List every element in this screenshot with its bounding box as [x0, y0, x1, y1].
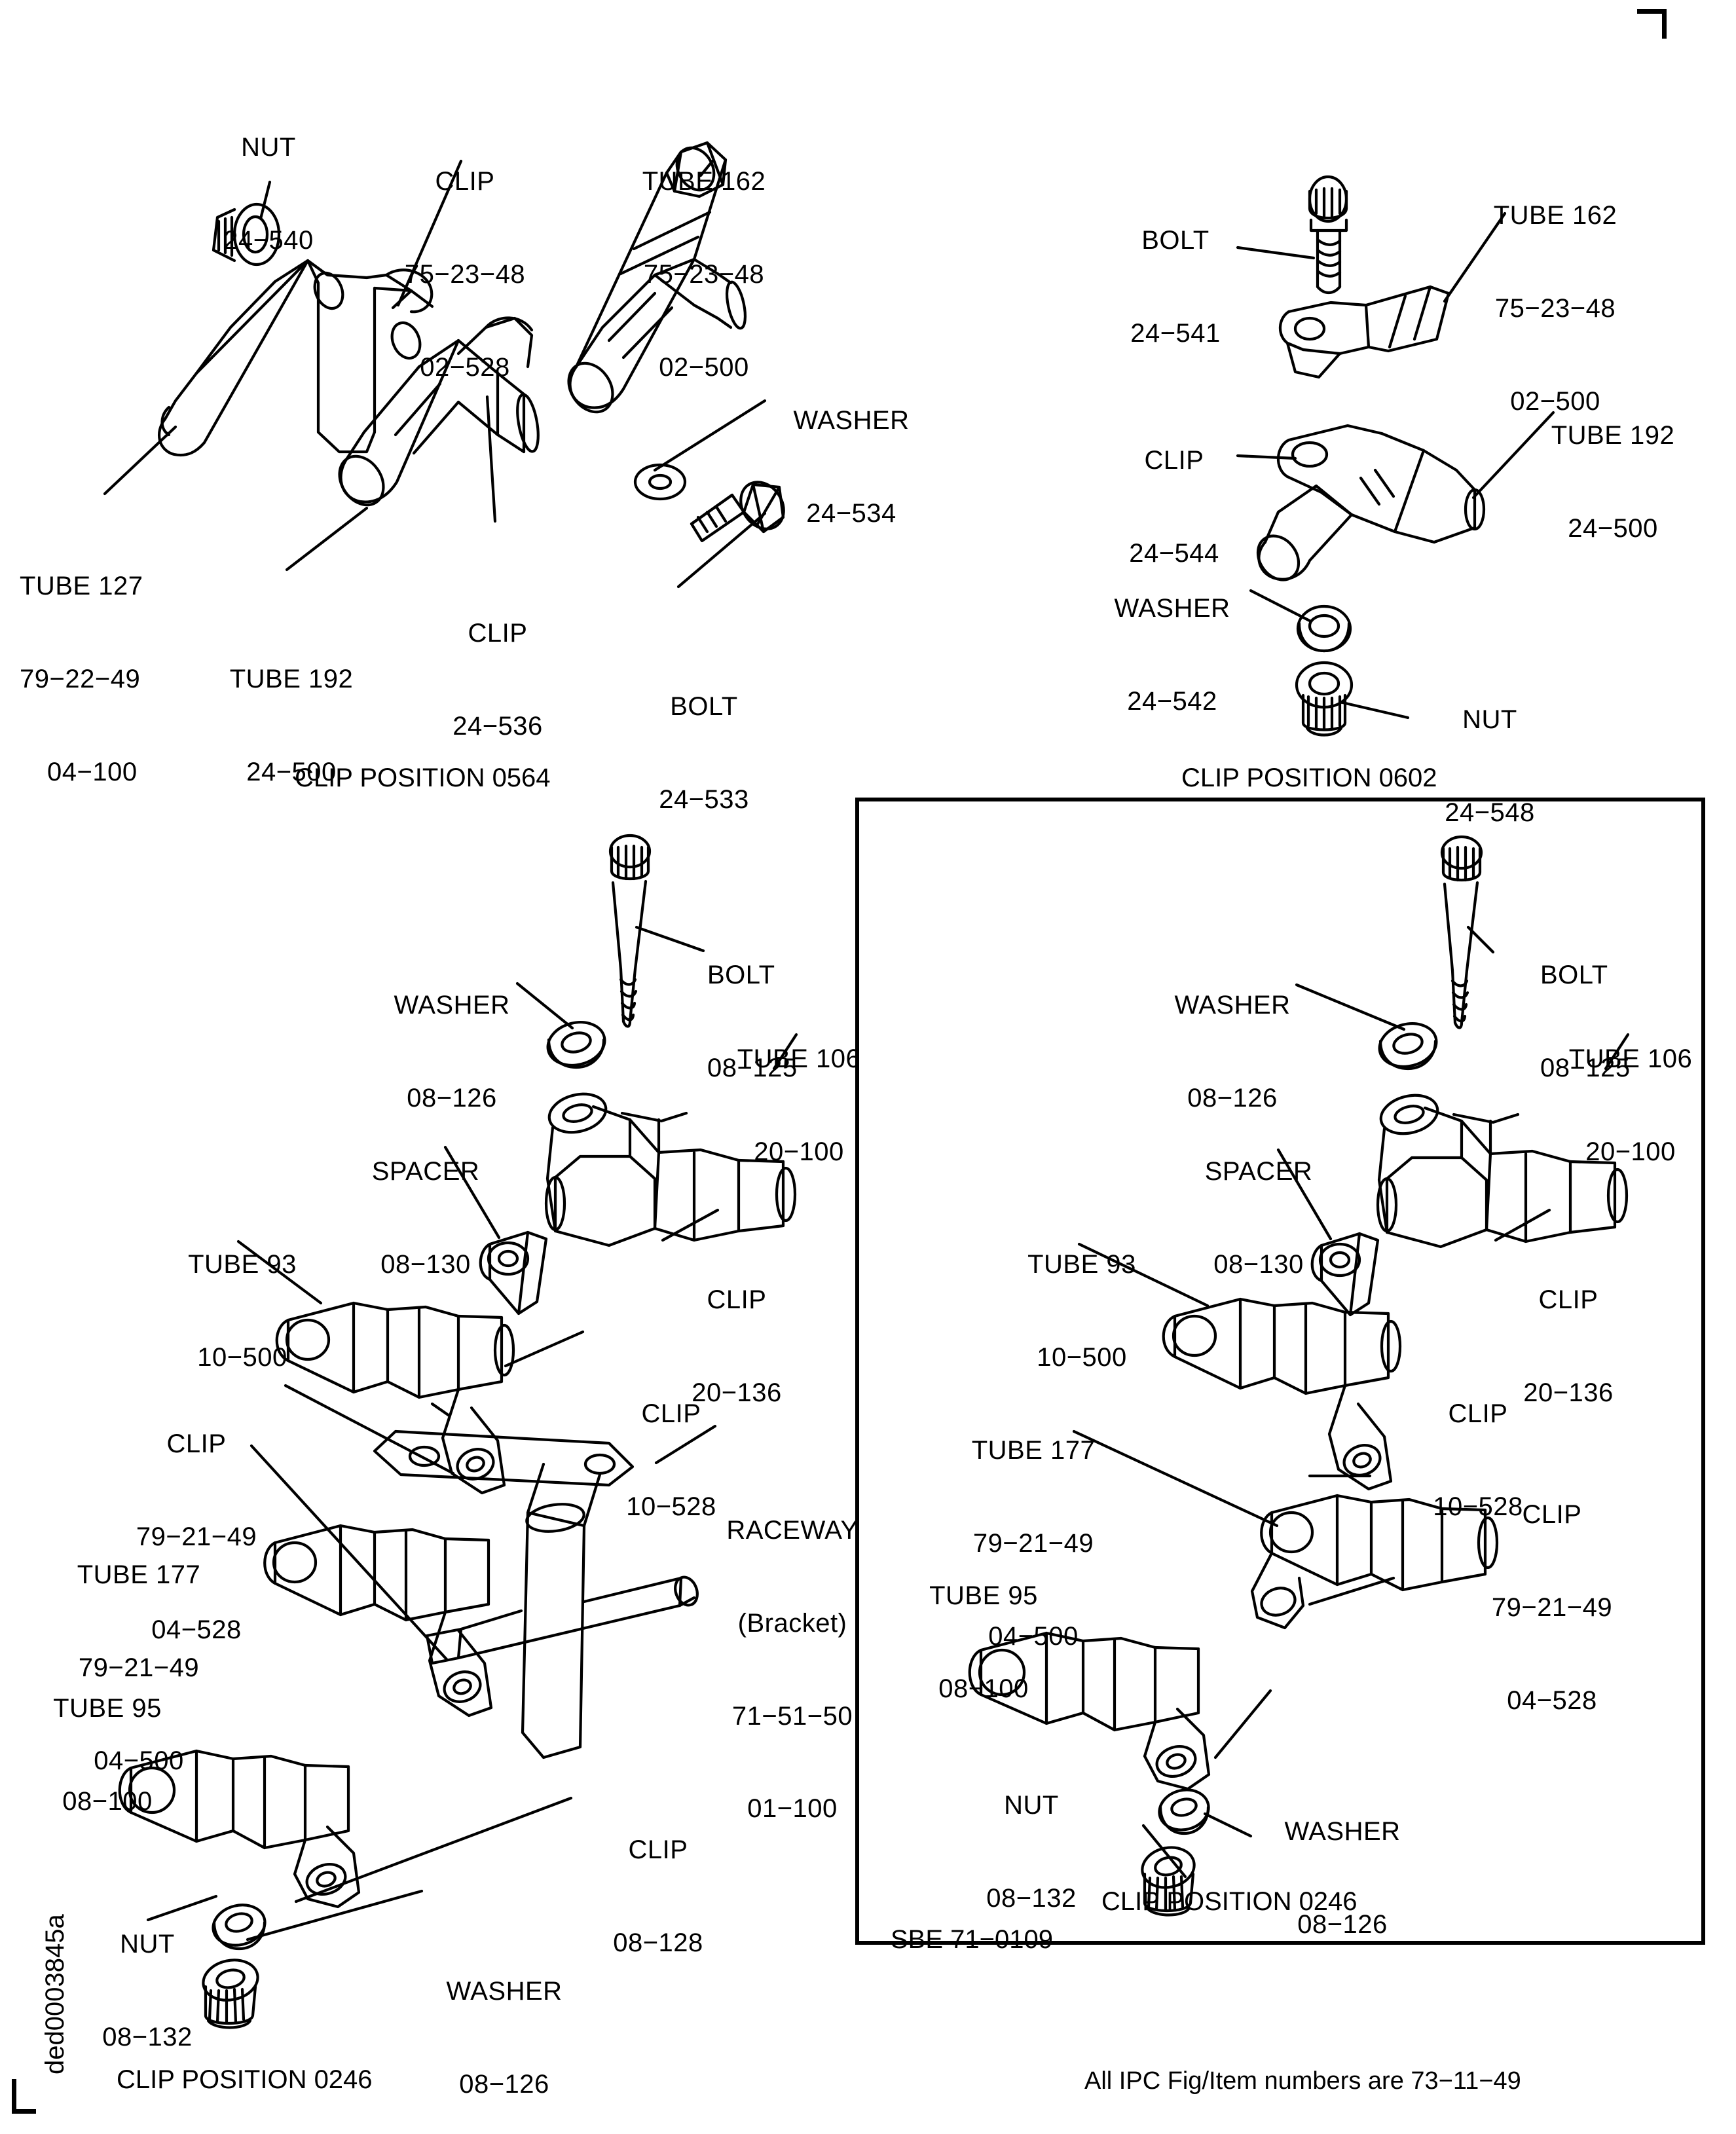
caption-clip-position-0602: CLIP POSITION 0602: [1181, 763, 1437, 792]
label-tube-162-0602: TUBE 162 75−23−48 02−500: [1493, 201, 1617, 416]
label-tube-177-right: TUBE 177 79−21−49 04−500: [971, 1436, 1096, 1651]
caption-clip-position-0564: CLIP POSITION 0564: [295, 763, 551, 792]
label-washer-08-126-bottom-right: WASHER 08−126: [1284, 1817, 1401, 1939]
label-tube-177-left: TUBE 177 79−21−49 04−500: [77, 1560, 201, 1775]
caption-clip-position-0246-sbe: CLIP POSITION 0246: [1101, 1887, 1357, 1916]
label-nut-08-132-right: NUT 08−132: [986, 1791, 1077, 1913]
washer-24-542-art: [1296, 604, 1352, 653]
label-bolt-08-125-right: BOLT 08−125: [1540, 961, 1631, 1082]
label-clip-10-528-left: CLIP 10−528: [626, 1399, 716, 1521]
clip-24-544-art: [1256, 424, 1486, 581]
label-bolt-08-125-left: BOLT 08−125: [707, 961, 798, 1082]
label-tube-127: TUBE 127 79−22−49 04−100: [20, 572, 143, 786]
sbe-note: SBE 71−0109: [891, 1925, 1053, 1954]
label-clip-20-136-left: CLIP 20−136: [692, 1285, 782, 1407]
label-nut-08-132-left: NUT 08−132: [102, 1930, 193, 2051]
label-clip-20-136-right: CLIP 20−136: [1523, 1285, 1614, 1407]
label-tube-93-left: TUBE 93 10−500: [188, 1250, 297, 1372]
clip-0602-upper-art: [1278, 285, 1450, 379]
label-spacer-08-130-right: SPACER 08−130: [1204, 1157, 1313, 1279]
label-spacer-08-130-left: SPACER 08−130: [371, 1157, 480, 1279]
label-clip-24-544: CLIP 24−544: [1129, 446, 1219, 568]
registration-mark-top-right: [1637, 9, 1667, 39]
label-washer-08-126-top-left: WASHER 08−126: [394, 991, 510, 1113]
bolt-24-541-art: [1308, 175, 1348, 295]
label-tube-192-24-500-left: TUBE 192 24−500: [229, 665, 354, 786]
label-tube-95-right: TUBE 95 08−100: [929, 1581, 1038, 1703]
footer-note: All IPC Fig/Item numbers are 73−11−49 un…: [1084, 2067, 1521, 2095]
label-tube-95-left: TUBE 95 08−100: [53, 1694, 162, 1816]
registration-mark-bottom-left: [12, 2079, 36, 2114]
sbe-variant-inset-box: [855, 798, 1705, 1945]
label-washer-08-126-top-right: WASHER 08−126: [1174, 991, 1291, 1113]
label-clip-79-21-49-04-528-left: CLIP 79−21−49 04−528: [136, 1429, 257, 1644]
label-raceway-bracket: RACEWAY (Bracket) 71−51−50 01−100: [726, 1516, 859, 1824]
nut-24-548-art: [1295, 661, 1354, 737]
caption-clip-position-0246-pre-sbe: CLIP POSITION 0246 PRE SBE 71−0109: [117, 2065, 373, 2094]
label-washer-24-534: WASHER 24−534: [793, 406, 910, 528]
label-washer-24-542: WASHER 24−542: [1114, 594, 1230, 716]
label-tube-93-right: TUBE 93 10−500: [1027, 1250, 1136, 1372]
label-bolt-24-541: BOLT 24−541: [1130, 226, 1221, 348]
label-tube-192-0602: TUBE 192 24−500: [1551, 421, 1675, 543]
label-washer-08-126-bottom-left: WASHER 08−126: [446, 1977, 563, 2099]
label-clip-10-528-right: CLIP 10−528: [1433, 1399, 1523, 1521]
label-tube-162-02-500: TUBE 162 75−23−48 02−500: [642, 167, 766, 382]
label-nut-24-540: NUT 24−540: [223, 133, 314, 255]
label-clip-08-128: CLIP 08−128: [613, 1835, 703, 1957]
label-clip-02-528: CLIP 75−23−48 02−528: [404, 167, 526, 382]
label-clip-24-536: CLIP 24−536: [452, 619, 543, 741]
washer-08-126-left-art: [546, 1021, 606, 1069]
label-tube-106-right: TUBE 106 20−100: [1568, 1044, 1693, 1166]
washer-24-534-art: [633, 463, 687, 501]
label-bolt-24-533: BOLT 24−533: [659, 692, 749, 814]
label-tube-106-left: TUBE 106 20−100: [737, 1044, 861, 1166]
label-nut-24-548: NUT 24−548: [1445, 705, 1535, 827]
label-clip-79-21-49-04-528-right: CLIP 79−21−49 04−528: [1491, 1500, 1613, 1715]
